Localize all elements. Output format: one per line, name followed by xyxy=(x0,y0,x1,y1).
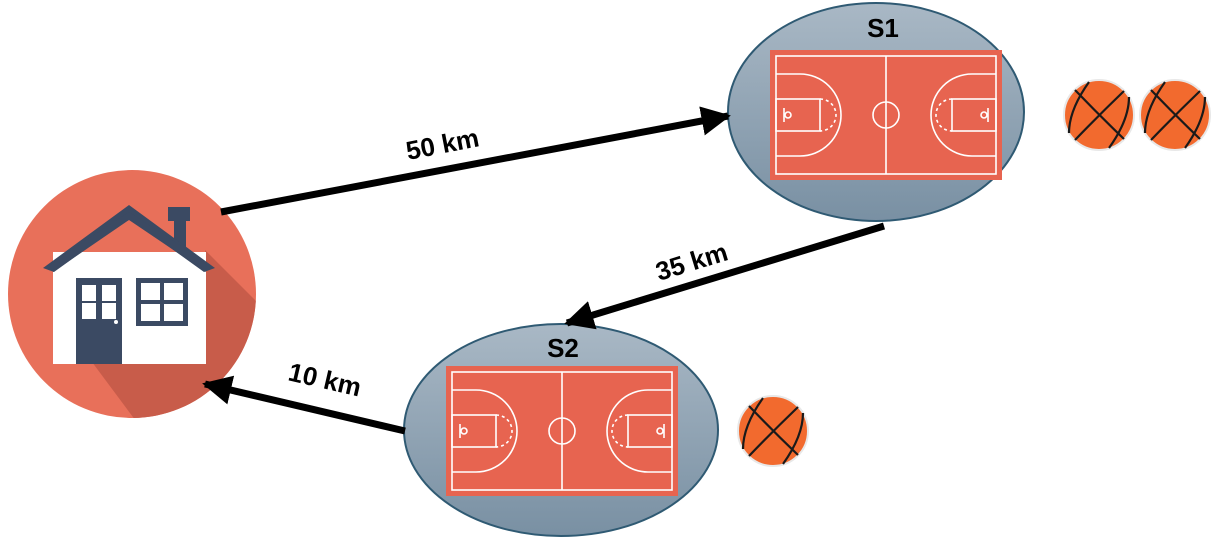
edge-label-s2-home: 10 km xyxy=(286,357,365,403)
s2-court-icon xyxy=(445,365,679,497)
s1-node: S1 xyxy=(727,2,1025,222)
edge-arrow-home-s1 xyxy=(220,106,731,216)
s1-court-icon xyxy=(769,49,1003,181)
house-icon xyxy=(43,205,215,364)
basketball-icon xyxy=(1062,78,1136,152)
s2-node: S2 xyxy=(403,323,719,537)
basketball-icon xyxy=(1138,78,1212,152)
basketball-icon xyxy=(736,394,810,468)
edge-label-home-s1: 50 km xyxy=(403,122,481,166)
edge-arrow-s2-home xyxy=(202,375,406,435)
s2-label: S2 xyxy=(547,333,579,363)
s1-label: S1 xyxy=(867,13,899,43)
edge-arrow-s1-s2 xyxy=(564,222,886,330)
